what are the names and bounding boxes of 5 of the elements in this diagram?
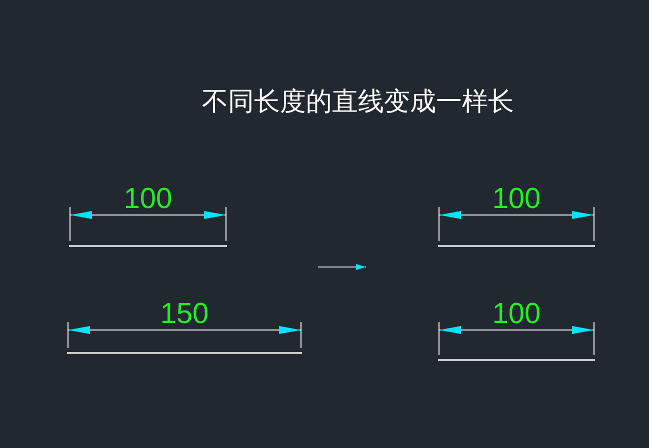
dimension-value: 100: [491, 184, 542, 214]
diagram-title: 不同长度的直线变成一样长: [202, 86, 514, 119]
dimension-value: 150: [159, 299, 210, 329]
dimension-value: 100: [122, 184, 174, 214]
dimension-value: 100: [491, 299, 542, 329]
